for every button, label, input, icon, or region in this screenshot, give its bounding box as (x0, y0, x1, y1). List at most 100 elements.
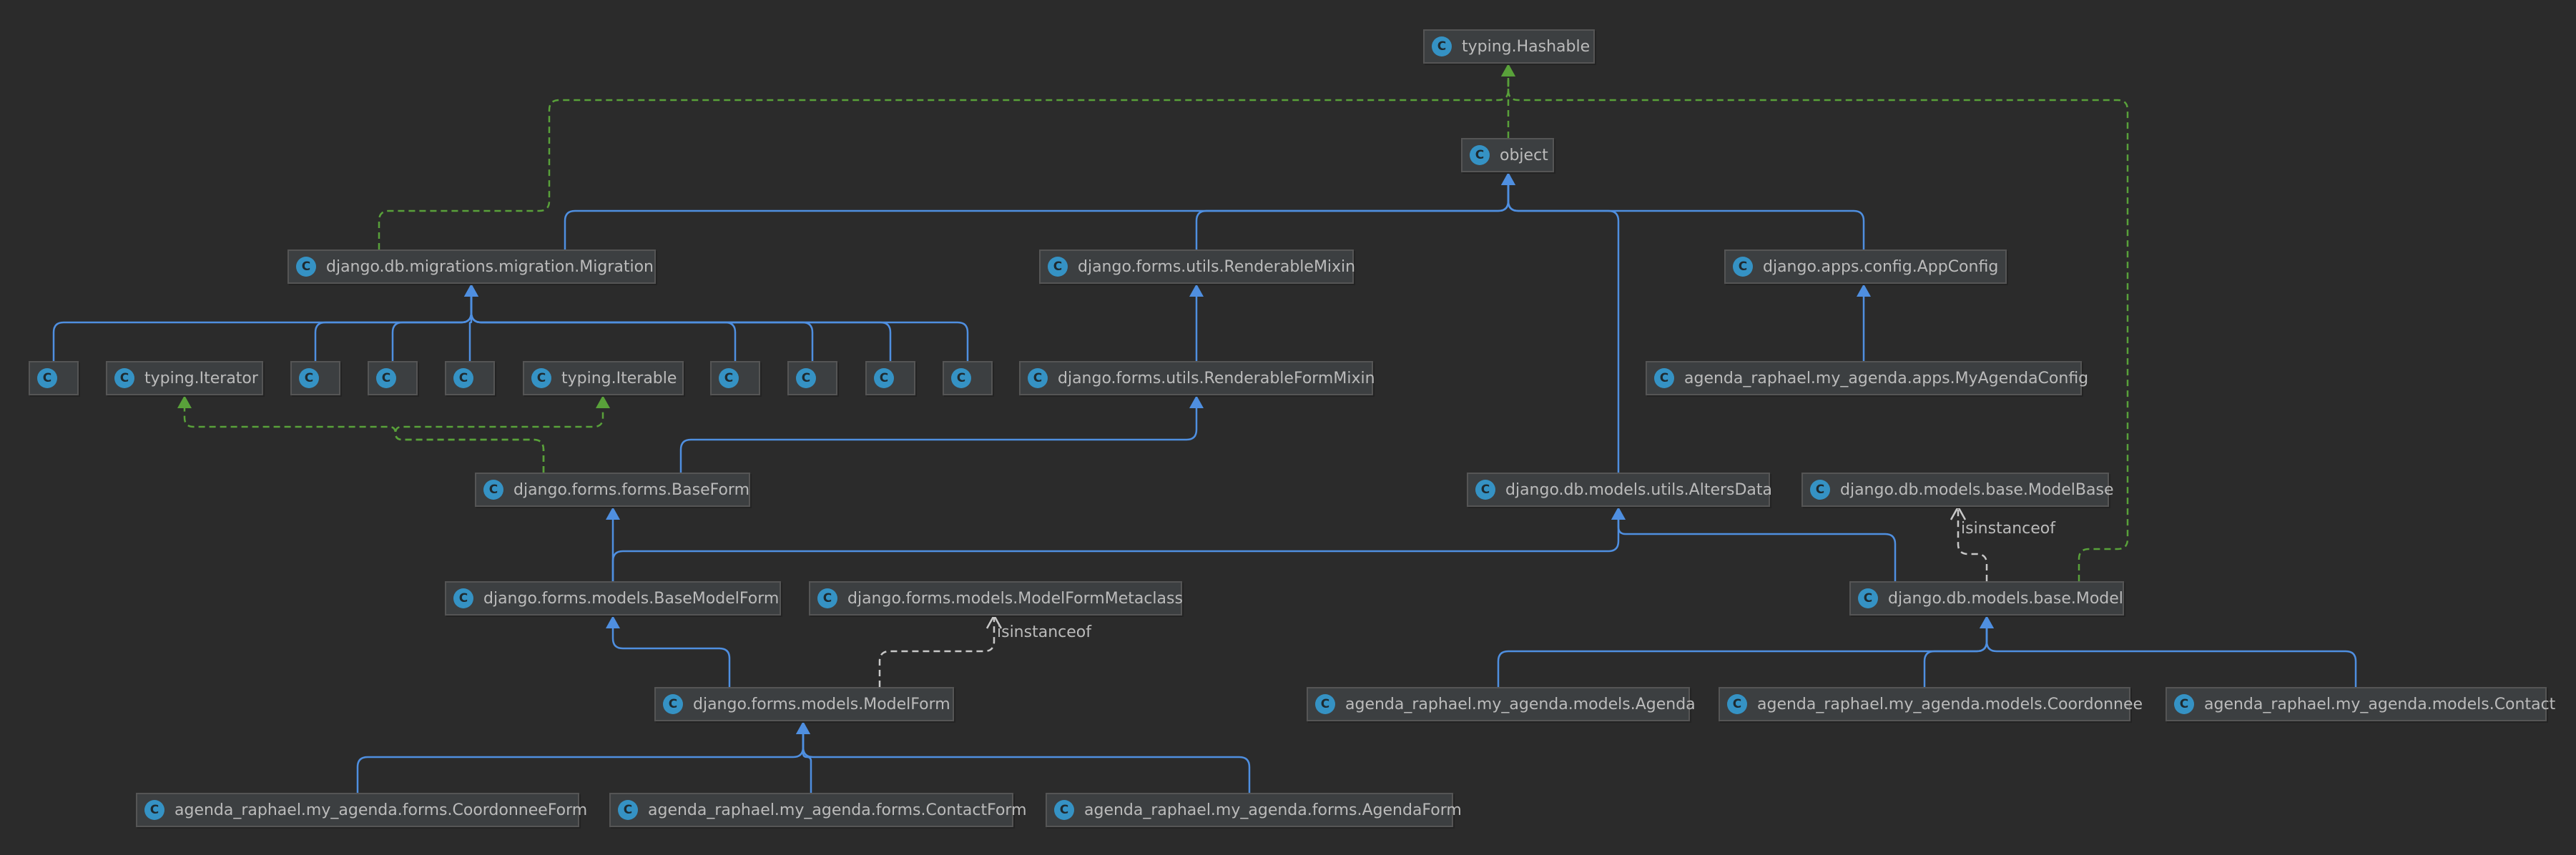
class-name: typing.Iterator (144, 369, 258, 387)
edge-extends-agenda_model-to-model (1497, 628, 1988, 687)
class-name: django.db.models.utils.AltersData (1505, 480, 1773, 499)
class-name: agenda_raphael.my_agenda.forms.AgendaFor… (1084, 801, 1462, 819)
class-icon: C (796, 368, 816, 388)
class-icon: C (144, 800, 164, 820)
class-icon: C (2174, 694, 2194, 714)
edge-extends-renderable_mixin-to-object (1195, 185, 1510, 249)
class-icon: C (1315, 694, 1335, 714)
arrowhead-extends (1980, 616, 1994, 628)
class-icon: C (1432, 36, 1452, 56)
edge-extends-migration-to-object (564, 185, 1510, 249)
class-node-mig-child-2[interactable]: C (290, 361, 340, 395)
class-name: django.db.models.base.Model (1888, 589, 2123, 608)
edge-implements-migration-to-hashable (378, 76, 1510, 249)
edge-label-isinstanceof: isinstanceof (1961, 520, 2055, 538)
edge-dependency-modelform-to-modelform_metaclass (878, 616, 996, 687)
arrowhead-extends (1189, 284, 1204, 297)
class-icon: C (376, 368, 396, 388)
class-icon: C (719, 368, 739, 388)
edge-extends-agenda_form-to-modelform (802, 734, 1251, 793)
edge-extends-contact_model-to-model (1985, 628, 2357, 687)
class-icon: C (1470, 145, 1490, 165)
edge-extends-baseform-to-renderable_form_mixin (679, 408, 1198, 473)
edge-extends-modelform-to-basemodelform (611, 628, 731, 687)
class-name: django.forms.models.BaseModelForm (483, 589, 780, 608)
edge-extends-coordonnee_form-to-modelform (356, 734, 805, 793)
class-node-mig-child-3[interactable]: C (368, 361, 418, 395)
class-node-mig-child-7[interactable]: C (865, 361, 915, 395)
class-node-mig-child-8[interactable]: C (943, 361, 993, 395)
arrowhead-extends (1611, 507, 1626, 520)
arrowhead-implements (177, 395, 192, 408)
arrowhead-extends (1857, 284, 1871, 297)
edge-extends-mig_child_3-to-migration (391, 297, 473, 361)
class-node-mig-child-5[interactable]: C (710, 361, 760, 395)
class-icon: C (296, 257, 316, 277)
class-name: django.forms.forms.BaseForm (513, 480, 750, 499)
class-icon: C (951, 368, 971, 388)
arrowhead-extends (464, 284, 478, 297)
class-icon: C (453, 588, 473, 608)
edge-label-isinstanceof: isinstanceof (997, 623, 1091, 641)
class-name: typing.Hashable (1462, 37, 1591, 56)
class-icon: C (1054, 800, 1074, 820)
class-icon: C (1475, 480, 1495, 500)
arrowhead-extends (1501, 172, 1515, 185)
class-name: django.db.migrations.migration.Migration (326, 257, 654, 276)
class-icon: C (299, 368, 319, 388)
edge-extends-mig_child_4-to-migration (468, 297, 473, 361)
edge-extends-alters_data-to-object (1507, 185, 1620, 473)
arrowhead-dependency (985, 613, 1003, 629)
class-icon: C (874, 368, 894, 388)
class-name: typing.Iterable (561, 369, 677, 387)
class-icon: C (1727, 694, 1747, 714)
class-name: django.forms.utils.RenderableFormMixin (1058, 369, 1375, 387)
edge-implements-baseform-to-iterator (183, 408, 545, 473)
edge-extends-contact_form-to-modelform (802, 734, 812, 793)
class-name: django.apps.config.AppConfig (1763, 257, 1999, 276)
class-icon: C (483, 480, 503, 500)
edge-extends-coordonnee_model-to-model (1923, 628, 1988, 687)
class-icon: C (1733, 257, 1753, 277)
edge-extends-mig_child_7-to-migration (470, 297, 892, 361)
edge-extends-mig_child_5-to-migration (470, 297, 737, 361)
class-node-mig-child-4[interactable]: C (445, 361, 495, 395)
class-node-mig-child-6[interactable]: C (787, 361, 837, 395)
class-name: object (1500, 146, 1548, 164)
arrowhead-dependency (1950, 505, 1967, 520)
class-node-mig-child-1[interactable]: C (29, 361, 79, 395)
class-name: django.db.models.base.ModelBase (1840, 480, 2114, 499)
class-name: agenda_raphael.my_agenda.apps.MyAgendaCo… (1684, 369, 2089, 387)
class-icon: C (618, 800, 638, 820)
class-name: agenda_raphael.my_agenda.forms.Coordonne… (174, 801, 588, 819)
class-icon: C (1048, 257, 1068, 277)
edge-implements-baseform-to-iterable (394, 408, 604, 473)
edge-extends-basemodelform-to-alters_data (611, 520, 1620, 581)
class-icon: C (37, 368, 57, 388)
class-name: django.forms.utils.RenderableMixin (1078, 257, 1356, 276)
class-icon: C (817, 588, 837, 608)
